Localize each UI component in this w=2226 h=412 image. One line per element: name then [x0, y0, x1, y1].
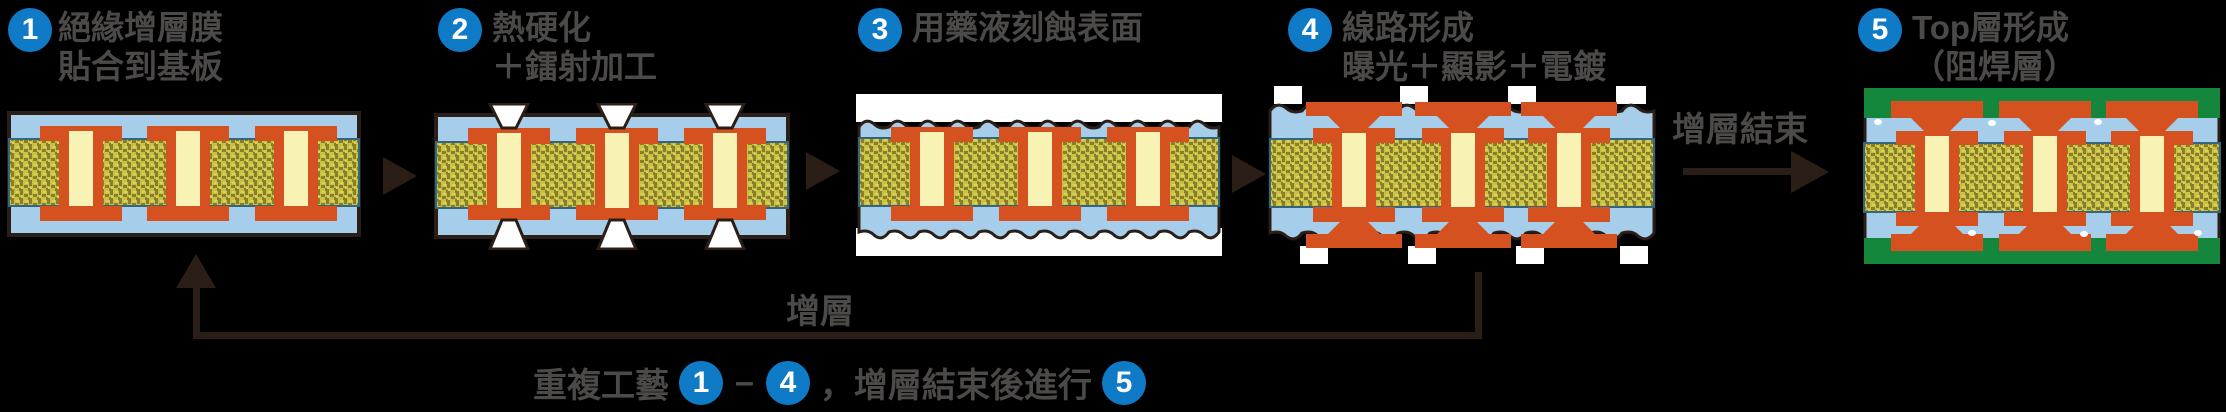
- buildup-end-label: 增層結束: [1672, 111, 1808, 149]
- caption-step-4-badge: 4: [765, 360, 810, 405]
- repeat-loop-line-bottom: [193, 332, 1482, 339]
- step-5-number-badge: 5: [1858, 8, 1902, 52]
- step-5-title-line-2: （阻焊層）: [1912, 48, 2077, 85]
- step-2-title-line-2: ＋鐳射加工: [492, 48, 657, 85]
- repeat-caption-middle: ，增層結束後進行: [819, 367, 1092, 405]
- step-1-title: 絕緣增層膜 貼合到基板: [58, 8, 223, 86]
- step-3-title: 用藥液刻蝕表面: [912, 8, 1143, 47]
- arrow-step-2-to-3-icon: [806, 152, 840, 190]
- step-4-board-illustration: [1268, 86, 1656, 264]
- step-1-title-line-2: 貼合到基板: [58, 48, 223, 85]
- step-3-number-badge: 3: [858, 8, 902, 52]
- repeat-loop-line-right: [1475, 272, 1482, 338]
- buildup-end-arrow-shaft: [1683, 168, 1791, 175]
- repeat-caption-dash: –: [735, 363, 754, 401]
- caption-step-1-badge: 1: [679, 360, 723, 405]
- step-1-number-badge: 1: [8, 8, 52, 52]
- repeat-loop-line-left: [193, 285, 200, 339]
- step-2-title: 熱硬化 ＋鐳射加工: [492, 8, 657, 86]
- buildup-label: 增層: [786, 293, 854, 331]
- step-4-title-line-1: 線路形成: [1342, 9, 1474, 46]
- repeat-caption-prefix: 重複工藝: [533, 367, 669, 405]
- arrow-step-1-to-2-icon: [383, 157, 417, 195]
- step-4-title-line-2: 曝光＋顯影＋電鍍: [1342, 48, 1606, 85]
- step-5-board-illustration: [1862, 87, 2222, 265]
- step-2-board-illustration: [433, 103, 791, 250]
- repeat-loop-arrow-icon: [176, 254, 216, 288]
- step-1-board-illustration: [6, 110, 362, 238]
- step-4-number-badge: 4: [1288, 8, 1332, 52]
- step-1-title-line-1: 絕緣增層膜: [58, 9, 223, 46]
- step-5-title: Top層形成 （阻焊層）: [1912, 8, 2077, 86]
- repeat-caption: 重複工藝 1 – 4 ，增層結束後進行 5: [533, 358, 1156, 407]
- step-5-title-line-1: Top層形成: [1912, 9, 2070, 46]
- caption-step-5-badge: 5: [1101, 360, 1146, 405]
- step-3-title-line-1: 用藥液刻蝕表面: [912, 9, 1143, 46]
- arrow-step-3-to-4-icon: [1232, 155, 1266, 193]
- step-2-number-badge: 2: [438, 8, 482, 52]
- buildup-end-arrow-icon: [1791, 151, 1829, 193]
- step-4-title: 線路形成 曝光＋顯影＋電鍍: [1342, 8, 1606, 86]
- step-3-board-illustration: [856, 94, 1222, 256]
- step-2-title-line-1: 熱硬化: [492, 9, 591, 46]
